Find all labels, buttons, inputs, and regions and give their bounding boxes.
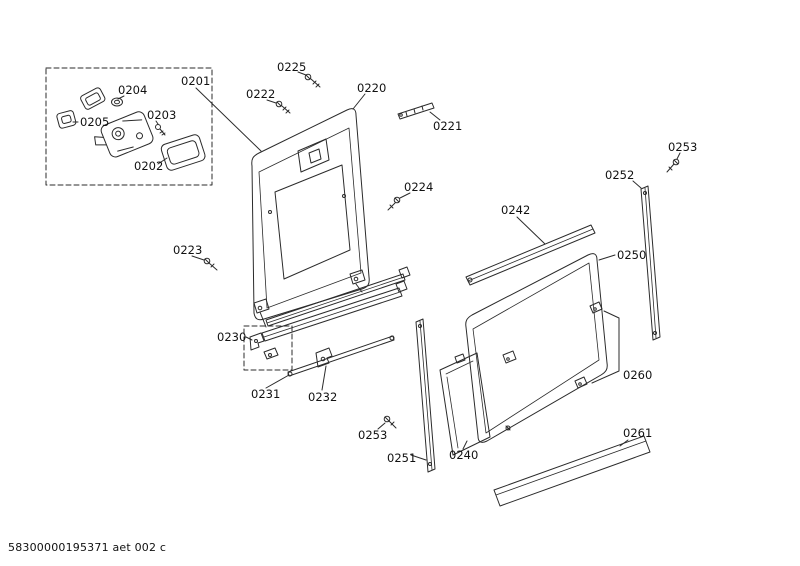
trim-strip-0242	[465, 224, 596, 286]
detail-inset-box	[45, 67, 213, 186]
screw-0225	[304, 73, 321, 88]
screw-0253-bottom	[383, 415, 397, 429]
door-lock-assembly	[94, 111, 154, 158]
grommet-0204	[111, 97, 123, 107]
side-strip-0251	[415, 318, 436, 473]
screw-0224	[387, 196, 401, 211]
bracket-0232	[315, 347, 333, 368]
part-label-0250: 0250	[617, 248, 646, 262]
lock-cover-0202	[160, 134, 206, 171]
part-label-0221: 0221	[433, 119, 462, 133]
part-label-0224: 0224	[404, 180, 433, 194]
part-label-0253-bottom: 0253	[358, 428, 387, 442]
bottom-panel-0261	[493, 435, 651, 507]
side-strip-0252	[640, 185, 661, 341]
mounting-bracket-0240	[439, 352, 491, 456]
part-label-0260: 0260	[623, 368, 652, 382]
document-id: 58300000195371 aet 002 c	[8, 541, 167, 554]
part-label-0253-top: 0253	[668, 140, 697, 154]
part-label-0252: 0252	[605, 168, 634, 182]
part-label-0251: 0251	[387, 451, 416, 465]
part-label-0225: 0225	[277, 60, 306, 74]
part-label-0205: 0205	[80, 115, 109, 129]
hinge-strip-0221	[397, 102, 435, 120]
part-label-0222: 0222	[246, 87, 275, 101]
inner-door-panel	[251, 108, 370, 321]
part-label-0230: 0230	[217, 330, 246, 344]
screw-0222	[275, 100, 291, 114]
part-label-0242: 0242	[501, 203, 530, 217]
rod-0231	[287, 335, 395, 377]
part-label-0203: 0203	[147, 108, 176, 122]
part-label-0204: 0204	[118, 83, 147, 97]
latch-plate	[80, 87, 106, 110]
door-hinge-right	[349, 269, 366, 293]
outer-door-panel-0250	[465, 253, 608, 443]
part-label-0223: 0223	[173, 243, 202, 257]
rail-upper	[265, 266, 411, 327]
part-label-0261: 0261	[623, 426, 652, 440]
part-label-0201: 0201	[181, 74, 210, 88]
leader-lines	[72, 71, 681, 461]
cap-0205	[56, 110, 77, 129]
part-label-0202: 0202	[134, 159, 163, 173]
part-label-0220: 0220	[357, 81, 386, 95]
screw-0253-top	[666, 158, 680, 173]
bracket-box-0230	[243, 325, 293, 371]
rail-lower	[261, 280, 408, 342]
part-label-0232: 0232	[308, 390, 337, 404]
part-label-0240: 0240	[449, 448, 478, 462]
door-hinge-left	[253, 298, 270, 328]
screw-0203	[155, 124, 166, 136]
part-label-0231: 0231	[251, 387, 280, 401]
screw-0223	[203, 257, 218, 271]
